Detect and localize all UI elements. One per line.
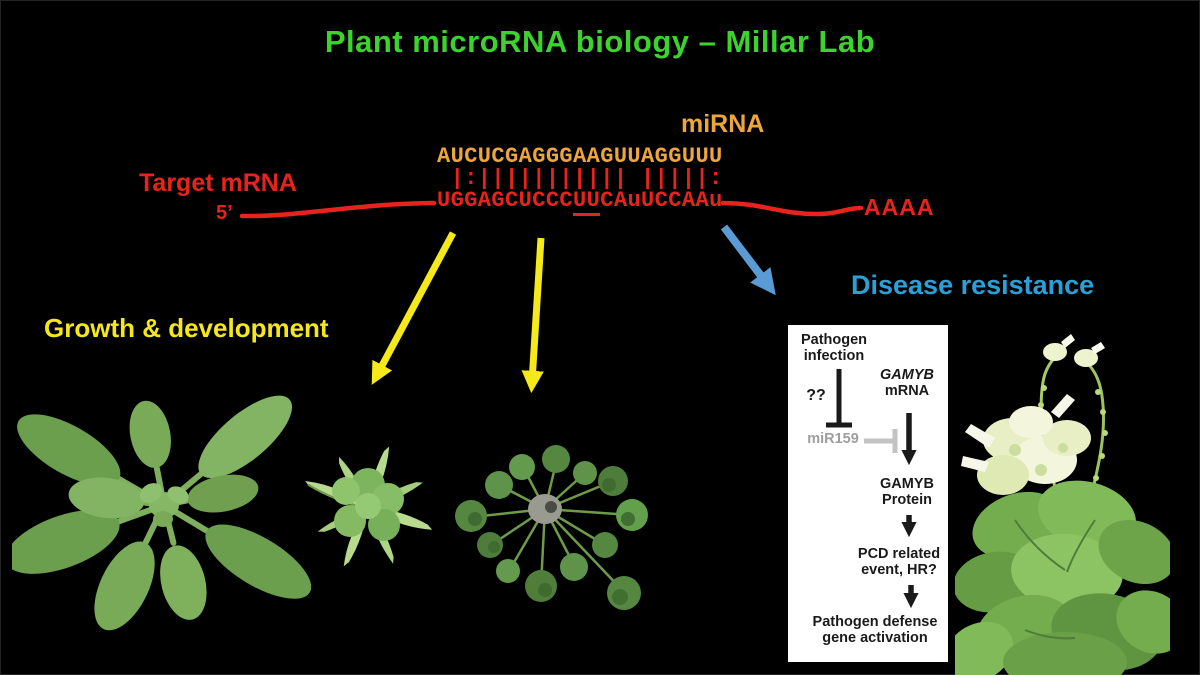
target-mrna-sequence: UGGAGCUCCCUUCAuUCCAAu [437,188,723,216]
poly-a-tail-label: AAAA [864,194,935,220]
flowchart-connectors [826,369,919,609]
target-seq-before: UGGAGCUCCC [437,188,574,213]
arrow-to-growth-right [521,237,545,394]
mrna-line-left [239,200,437,219]
page-title: Plant microRNA biology – Millar Lab [324,24,876,59]
target-seq-underlined: UU [573,188,601,216]
five-prime-label: 5’ [216,202,233,224]
mrna-line-right [720,200,864,217]
arabidopsis-wildtype-plant-image [12,395,312,631]
disease-resistance-label: Disease resistance [851,270,1095,300]
gamyb-gene-name: GAMYB [880,367,934,383]
defense-activation-label: Pathogen defense gene activation [812,614,938,646]
pathogen-infection-label: Pathogen infection [800,332,868,364]
gamyb-mrna-word: mRNA [884,383,930,399]
arabidopsis-severe-curly-plant-image [455,445,648,610]
target-mrna-label: Target mRNA [139,169,297,197]
unknown-interaction-label: ?? [806,387,826,404]
mirna-sequence: AUCUCGAGGGAAGUUAGGUUU [437,144,723,169]
target-seq-after: CAuUCCAAu [600,188,723,213]
inhibition-tbar-pathogen [826,369,852,428]
tobacco-plant-image [955,334,1170,675]
gamyb-protein-label: GAMYB Protein [880,476,934,508]
arrow-to-growth-left [371,231,457,385]
pcd-event-label: PCD related event, HR? [857,546,941,578]
mir159-label: miR159 [807,431,859,447]
arrow-to-disease [720,224,776,296]
base-pairing-symbols: |:||||||||||| |||||: [437,166,723,191]
growth-development-label: Growth & development [44,313,329,343]
inhibition-tbar-mir159 [864,429,898,453]
arabidopsis-curled-plant-image [305,446,433,567]
mirna-label: miRNA [681,110,765,138]
